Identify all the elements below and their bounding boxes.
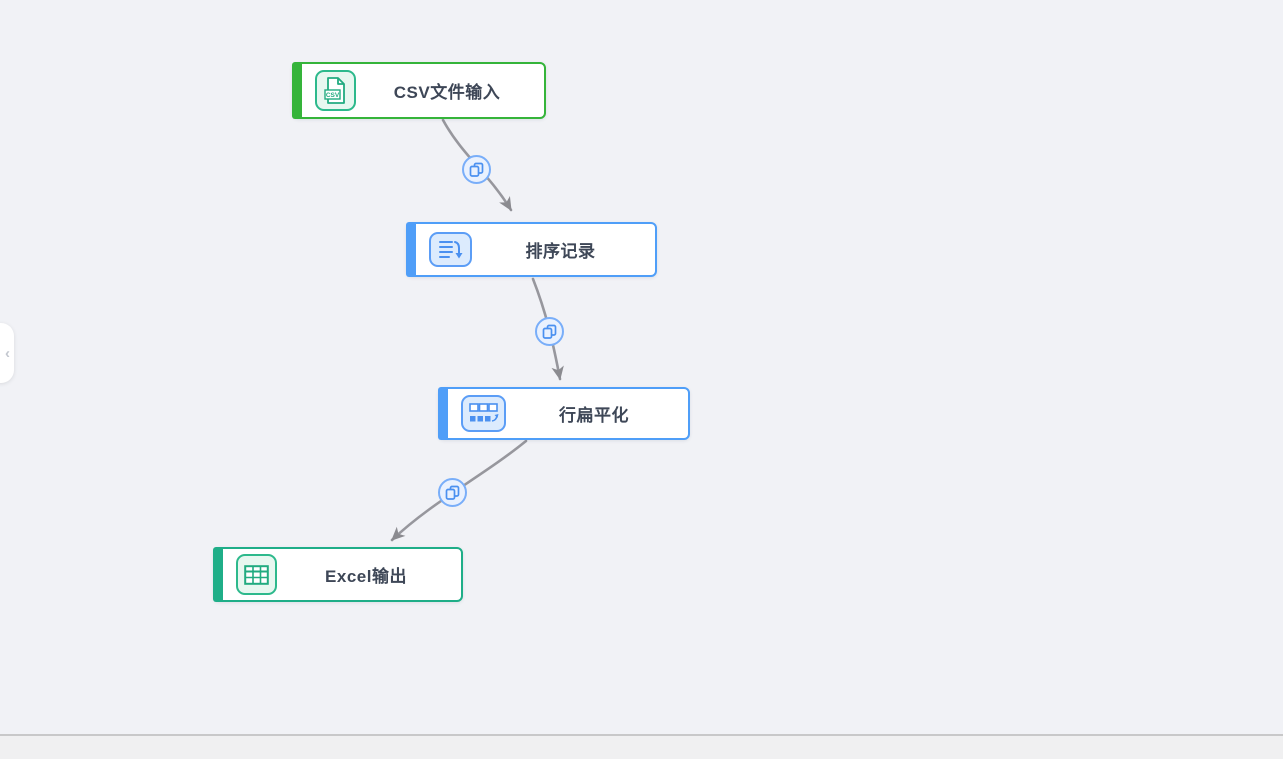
node-csv-input[interactable]: CSV CSV文件输入	[292, 62, 546, 119]
copy-rows-icon[interactable]	[535, 317, 564, 346]
excel-table-icon	[236, 554, 277, 595]
node-accent-bar	[406, 222, 416, 277]
node-label: 排序记录	[525, 242, 596, 261]
left-panel-toggle[interactable]: ‹	[0, 323, 14, 383]
node-excel-output[interactable]: Excel输出	[213, 547, 463, 602]
node-label: Excel输出	[325, 567, 407, 586]
node-sort-rows[interactable]: 排序记录	[406, 222, 657, 277]
node-row-flattener[interactable]: 行扁平化	[438, 387, 690, 440]
row-flatten-icon	[461, 395, 506, 432]
node-accent-bar	[292, 62, 302, 119]
node-label: CSV文件输入	[393, 83, 501, 102]
bottom-panel	[0, 736, 1283, 759]
chevron-left-icon: ‹	[5, 344, 10, 362]
bottom-panel-resize-handle[interactable]	[0, 734, 1283, 736]
csv-file-icon: CSV	[315, 70, 356, 111]
copy-rows-icon[interactable]	[462, 155, 491, 184]
node-label: 行扁平化	[559, 406, 629, 425]
sort-records-icon	[429, 232, 472, 267]
node-accent-bar	[213, 547, 223, 602]
node-accent-bar	[438, 387, 448, 440]
copy-rows-icon[interactable]	[438, 478, 467, 507]
svg-text:CSV: CSV	[326, 92, 340, 99]
